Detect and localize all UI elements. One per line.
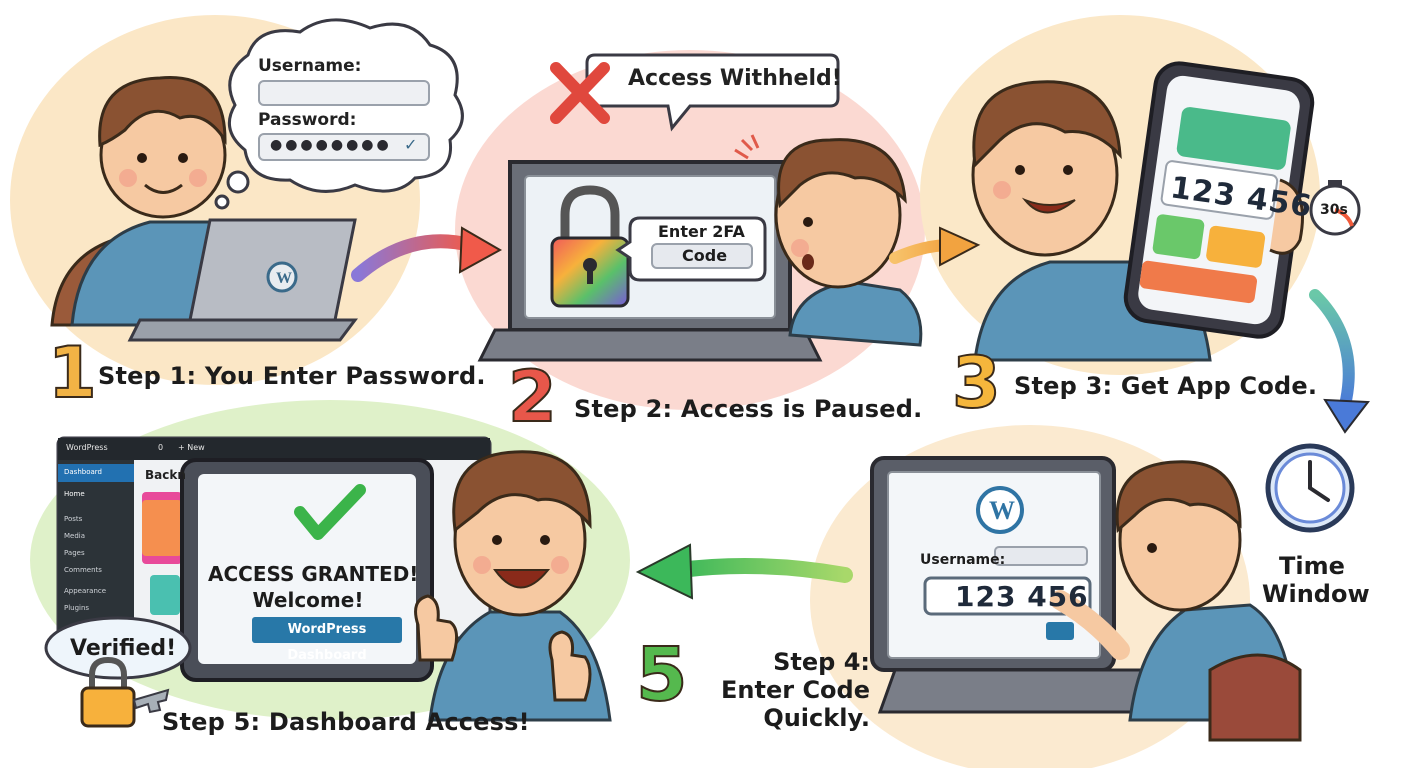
wp-sidebar-posts[interactable]: Posts — [64, 515, 83, 523]
wp-sidebar-pages[interactable]: Pages — [64, 549, 85, 557]
wp-bar-item-comments[interactable]: 0 — [158, 443, 164, 452]
lock-shackle — [560, 185, 620, 240]
step-3-number: 3 — [951, 342, 1002, 424]
time-window-label: Time Window — [1262, 552, 1370, 608]
step-4-line3: Quickly. — [763, 704, 870, 732]
time-window-line1: Time — [1279, 552, 1345, 580]
arrow-3-4 — [1309, 289, 1355, 411]
wp-sidebar-home[interactable]: Home — [64, 490, 85, 498]
wp-admin-bar — [58, 438, 490, 460]
step-1-number: 1 — [47, 332, 98, 414]
withheld-bubble — [585, 53, 840, 132]
bubble-password-field: ●●●●●●●● ✓ — [258, 133, 430, 161]
svg-text:W: W — [276, 270, 292, 287]
phone-code-box — [1160, 160, 1279, 220]
verified-text: Verified! — [70, 636, 177, 661]
step-4-line2: Enter Code — [721, 676, 870, 704]
wp-sidebar-comments[interactable]: Comments — [64, 566, 102, 574]
laptop-username-label: Username: — [920, 552, 1006, 568]
laptop-1-base — [127, 318, 358, 342]
time-window-line2: Window — [1262, 580, 1370, 608]
red-x-icon — [550, 62, 610, 124]
wp-sidebar-dashboard[interactable]: Dashboard — [64, 468, 102, 476]
checkmark-icon: ✓ — [404, 135, 418, 154]
laptop-code-value: 123 456 — [955, 580, 1089, 613]
key-icon — [132, 688, 170, 714]
step-5-caption: Step 5: Dashboard Access! — [162, 708, 530, 736]
granted-screen — [198, 474, 416, 664]
verified-bubble — [44, 616, 192, 680]
step-3-caption: Step 3: Get App Code. — [1014, 372, 1318, 400]
laptop-2-base — [477, 328, 823, 362]
bubble-username-field — [258, 80, 430, 106]
step-5-number: 5 — [635, 632, 688, 718]
wordpress-logo-icon — [976, 486, 1024, 534]
laptop-1-wp-logo — [266, 261, 298, 293]
arrow-1-2 — [351, 234, 477, 282]
person-1-hair — [98, 76, 227, 148]
padlock-icon — [80, 686, 136, 728]
arrow-4-5 — [672, 558, 853, 583]
wp-bar-item-new[interactable]: + New — [178, 443, 205, 452]
green-check-icon — [294, 484, 366, 540]
step-2-caption: Step 2: Access is Paused. — [574, 395, 923, 423]
chair-4 — [1208, 653, 1302, 742]
person-2-body — [788, 280, 923, 347]
code-entry-field — [923, 576, 1092, 616]
access-withheld-text: Access Withheld! — [628, 66, 842, 91]
step-2-number: 2 — [507, 356, 558, 438]
wp-sidebar-plugins[interactable]: Plugins — [64, 604, 90, 612]
timer-text: 30s — [1320, 202, 1348, 218]
step-4-caption: Step 4: Enter Code Quickly. — [720, 648, 870, 732]
step-4-line1: Step 4: — [773, 648, 870, 676]
bubble-password-label: Password: — [258, 110, 357, 130]
step-1-caption: Step 1: You Enter Password. — [98, 362, 486, 390]
bubble-username-label: Username: — [258, 56, 362, 76]
svg-text:W: W — [989, 496, 1015, 525]
thumbs-up-right-icon — [548, 630, 592, 702]
wp-bar-item-wordpress[interactable]: WordPress — [66, 443, 108, 452]
twofa-line1: Enter 2FA — [658, 222, 745, 241]
thumbs-up-left-icon — [414, 594, 458, 662]
password-mask: ●●●●●●●● — [270, 137, 392, 153]
access-granted-title: ACCESS GRANTED! — [208, 562, 419, 586]
wordpress-dashboard-button[interactable]: WordPress Dashboard — [252, 617, 402, 663]
wp-page-heading: Backn — [145, 468, 186, 482]
wp-admin-sidebar — [58, 460, 134, 638]
wp-sidebar-media[interactable]: Media — [64, 532, 86, 540]
twofa-line2: Code — [682, 246, 728, 265]
wp-sidebar-appearance[interactable]: Appearance — [64, 587, 107, 595]
access-granted-subtitle: Welcome! — [252, 588, 364, 612]
